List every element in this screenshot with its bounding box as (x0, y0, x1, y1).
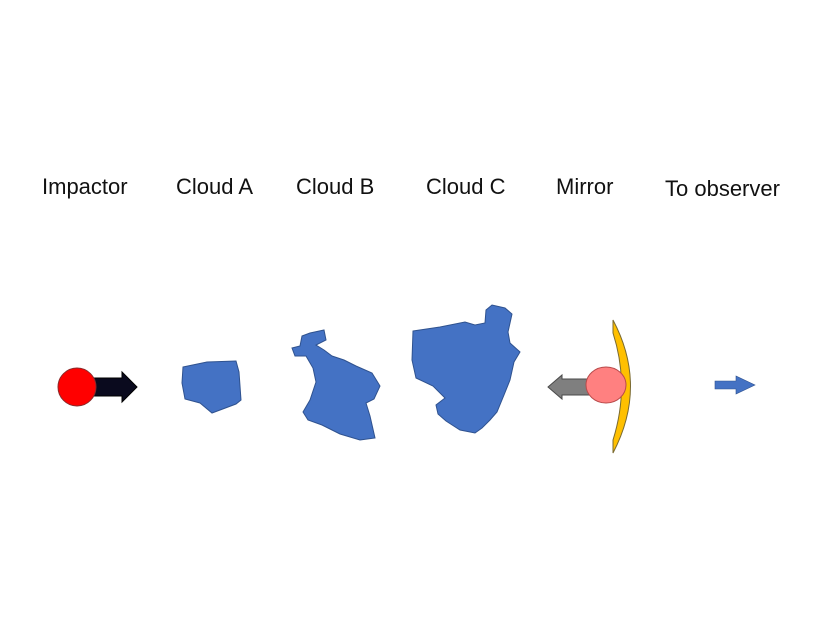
cloud-a-label: Cloud A (176, 174, 254, 199)
cloud-b-label: Cloud B (296, 174, 375, 199)
observer-label: To observer (665, 176, 780, 201)
cloud-a-shape (181, 360, 242, 414)
cloud-b-shape (291, 329, 381, 441)
impactor-label: Impactor (42, 174, 128, 199)
impactor-ball (57, 367, 97, 407)
mirror-label: Mirror (556, 174, 614, 199)
cloud-c-shape (411, 304, 521, 434)
mirror-ball (585, 366, 627, 404)
observer-arrow (714, 375, 756, 395)
cloud-c-label: Cloud C (426, 174, 506, 199)
impactor-arrow (89, 370, 138, 404)
